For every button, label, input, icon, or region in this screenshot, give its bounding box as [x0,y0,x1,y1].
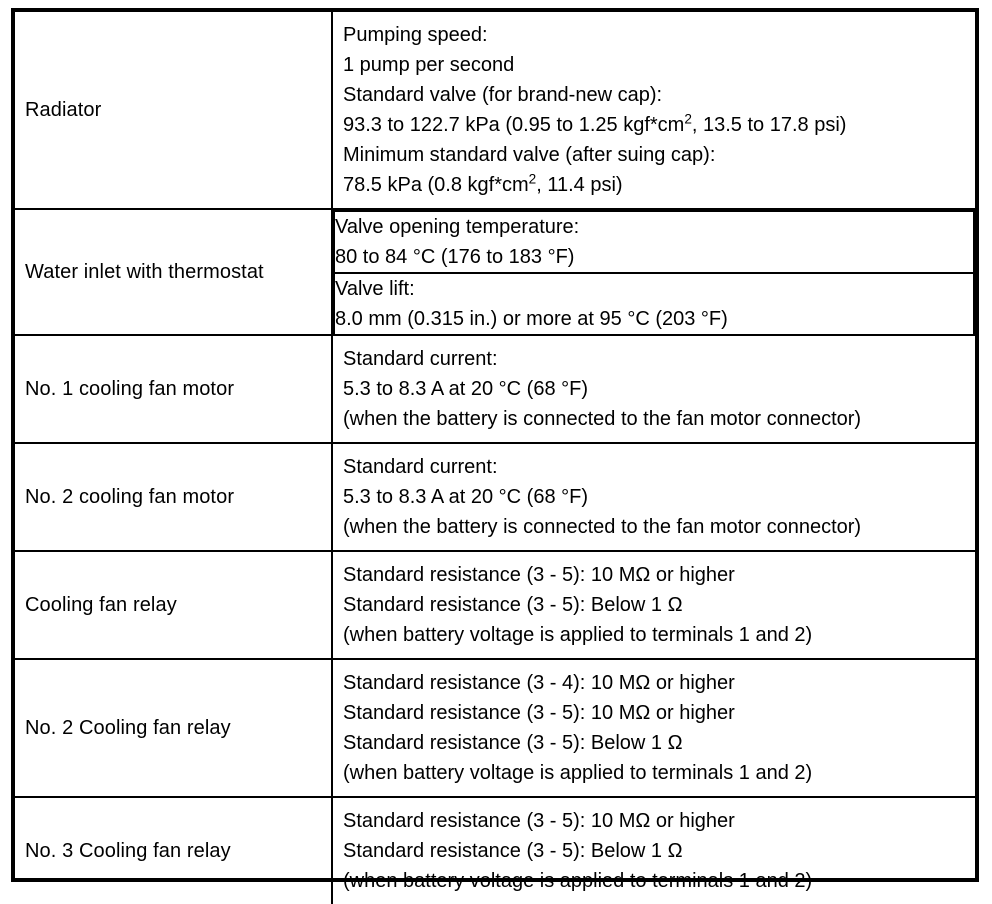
spec-line: (when the battery is connected to the fa… [343,516,862,538]
spec-line-text: 78.5 kPa (0.8 kgf*cm [343,174,529,196]
specification-value-cell: Standard current: 5.3 to 8.3 A at 20 °C (… [331,442,975,552]
spec-line: (when battery voltage is applied to term… [343,870,813,892]
specification-subgrid: Valve opening temperature: 80 to 84 °C (1… [333,210,975,334]
component-label-cell: Water inlet with thermostat [15,208,333,336]
spec-line: Valve lift: [335,278,415,300]
table-subrow: Valve lift: 8.0 mm (0.315 in.) or more at… [333,272,975,334]
spec-line: Standard current: [343,456,498,478]
spec-line: 80 to 84 °C (176 to 183 °F) [335,246,575,268]
spec-line: 93.3 to 122.7 kPa (0.95 to 1.25 kgf*cm2,… [343,110,969,140]
spec-line: Standard resistance (3 - 5): Below 1 Ω [343,732,683,754]
component-label-cell: Cooling fan relay [15,550,333,660]
specification-value-cell: Standard resistance (3 - 5): 10 MΩ or hi… [331,796,975,904]
spec-line: 5.3 to 8.3 A at 20 °C (68 °F) [343,486,589,508]
spec-line: Standard current: [343,348,498,370]
component-label-cell: No. 2 Cooling fan relay [15,658,333,798]
component-label-cell: No. 3 Cooling fan relay [15,796,333,904]
spec-line: Standard valve (for brand-new cap): [343,84,663,106]
specification-subcell: Valve opening temperature: 80 to 84 °C (1… [333,210,975,274]
spec-line: Standard resistance (3 - 4): 10 MΩ or hi… [343,672,735,694]
superscript: 2 [684,111,692,127]
spec-line: 1 pump per second [343,54,515,76]
component-label-cell: Radiator [15,12,333,210]
table-row: Cooling fan relay Standard resistance (3 … [15,550,975,660]
spec-line: Standard resistance (3 - 5): Below 1 Ω [343,840,683,862]
spec-line: (when battery voltage is applied to term… [343,624,813,646]
spec-line: Standard resistance (3 - 5): Below 1 Ω [343,594,683,616]
specification-value-cell: Standard current: 5.3 to 8.3 A at 20 °C (… [331,334,975,444]
spec-line-text: , 13.5 to 17.8 psi) [691,114,847,136]
superscript: 2 [528,171,537,187]
spec-line: Standard resistance (3 - 5): 10 MΩ or hi… [343,702,735,724]
spec-line: Standard resistance (3 - 5): 10 MΩ or hi… [343,564,735,586]
spec-line: (when battery voltage is applied to term… [343,762,813,784]
table-row: No. 3 Cooling fan relay Standard resistan… [15,796,975,904]
spec-line: (when the battery is connected to the fa… [343,408,862,430]
spec-line-text: , 11.4 psi) [536,174,623,196]
spec-line-text: 93.3 to 122.7 kPa (0.95 to 1.25 kgf*cm [343,114,685,136]
component-label-cell: No. 1 cooling fan motor [15,334,333,444]
spec-line: Valve opening temperature: [335,216,580,238]
spec-line: Pumping speed: [343,24,488,46]
specification-value-cell: Valve opening temperature: 80 to 84 °C (1… [331,208,975,336]
component-label-cell: No. 2 cooling fan motor [15,442,333,552]
specification-subcell: Valve lift: 8.0 mm (0.315 in.) or more at… [333,272,975,334]
table-subrow: Valve opening temperature: 80 to 84 °C (1… [333,210,975,274]
specification-value-cell: Standard resistance (3 - 4): 10 MΩ or hi… [331,658,975,798]
spec-line: Minimum standard valve (after suing cap)… [343,144,716,166]
spec-line: Standard resistance (3 - 5): 10 MΩ or hi… [343,810,735,832]
spec-line: 78.5 kPa (0.8 kgf*cm2, 11.4 psi) [343,170,969,200]
spec-line: 5.3 to 8.3 A at 20 °C (68 °F) [343,378,589,400]
specification-value-cell: Standard resistance (3 - 5): 10 MΩ or hi… [331,550,975,660]
spec-line: 8.0 mm (0.315 in.) or more at 95 °C (203… [335,308,728,330]
